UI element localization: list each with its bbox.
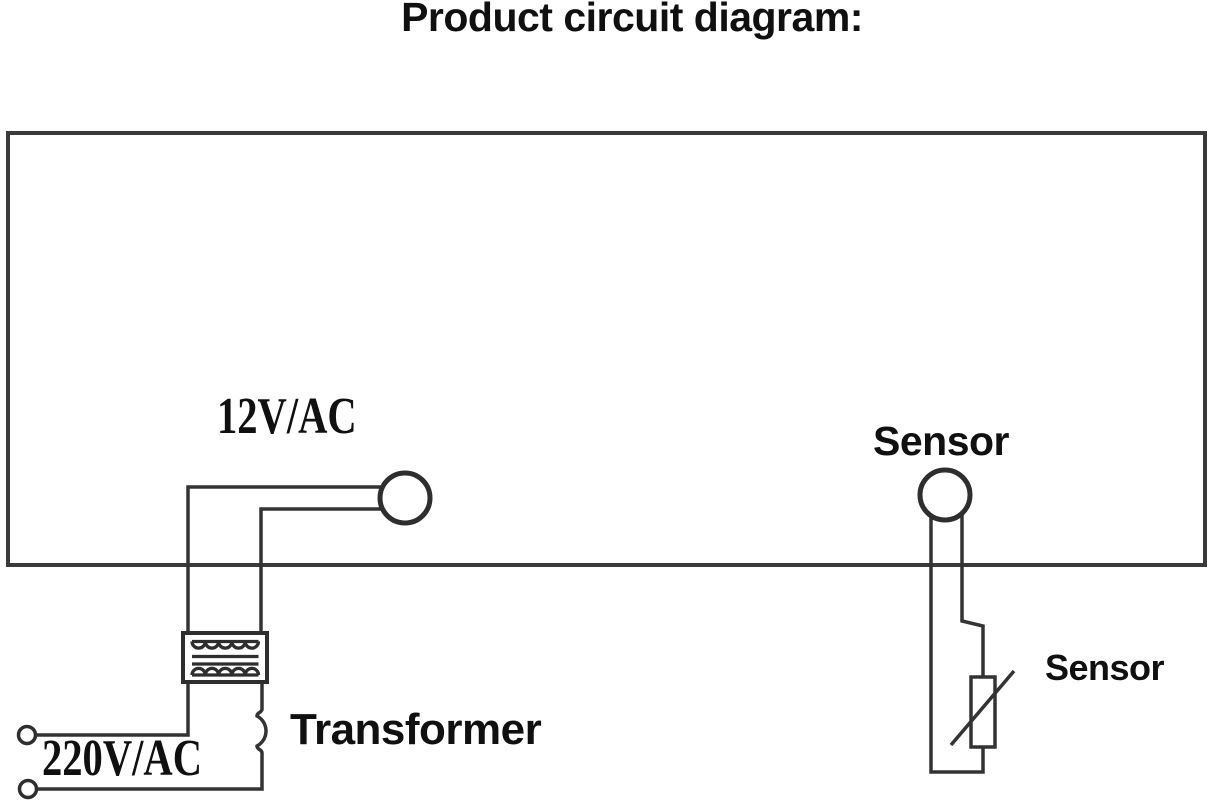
- ac-plug-connector-icon: [377, 470, 433, 526]
- page-title: Product circuit diagram:: [401, 0, 863, 40]
- main-unit-box-icon: [6, 131, 1207, 567]
- label-sensor-probe: Sensor: [1045, 647, 1165, 688]
- thermistor-body: [969, 675, 997, 749]
- label-transformer: Transformer: [290, 705, 542, 754]
- transformer-symbol-icon: [181, 631, 269, 684]
- mains-input-wires: [37, 684, 268, 791]
- label-input-voltage: 220V/AC: [42, 730, 202, 787]
- sensor-plug-connector-icon: [917, 467, 973, 523]
- thermistor-symbol-icon: [949, 669, 1016, 749]
- wire-bump-icon: [38, 684, 268, 791]
- primary-coil-scallops: [190, 641, 261, 650]
- ac-output-wires: [186, 485, 405, 631]
- mains-terminal-bottom-icon: [17, 778, 39, 800]
- mains-terminal-top-icon: [16, 724, 38, 746]
- thermistor-diagonal-stroke: [949, 669, 1016, 747]
- label-output-voltage: 12V/AC: [217, 388, 357, 445]
- secondary-coil-scallops: [190, 666, 261, 676]
- sensor-wires: [929, 500, 985, 774]
- label-sensor-connector: Sensor: [873, 418, 1010, 464]
